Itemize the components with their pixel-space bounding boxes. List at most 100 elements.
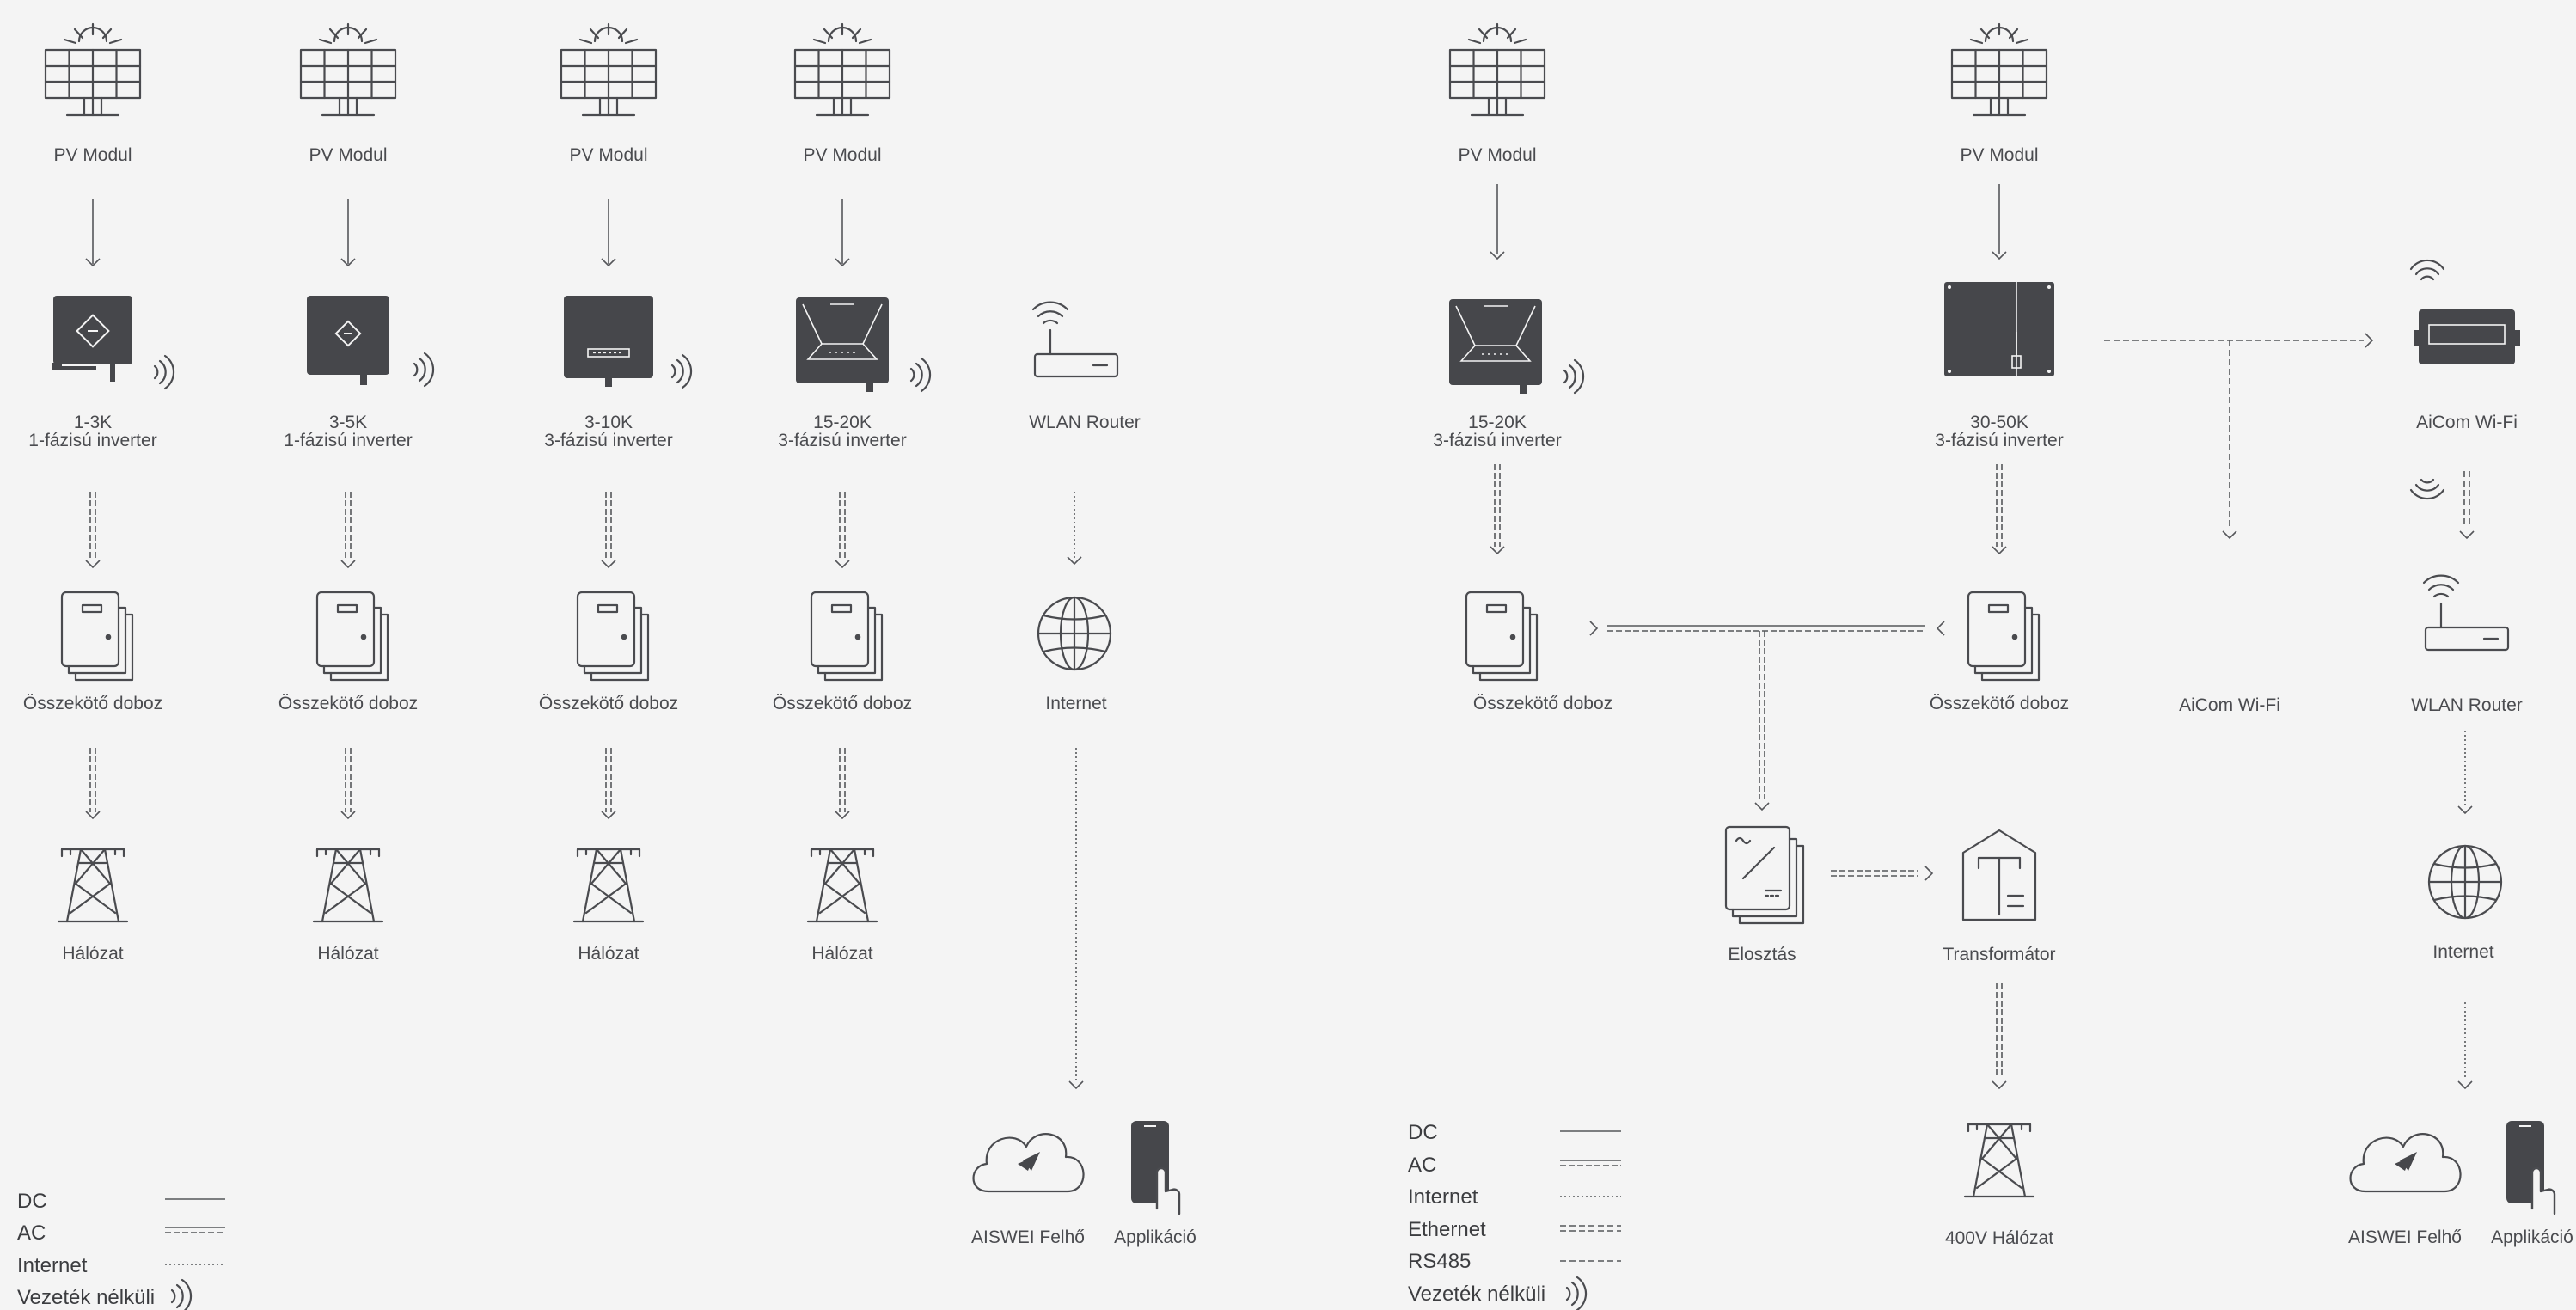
legend-ac-label: AC: [1408, 1154, 1436, 1177]
arrow-icon: [1924, 866, 1934, 881]
legend-internet-label: Internet: [17, 1254, 88, 1277]
pv-module-label: PV Modul: [309, 145, 387, 165]
arrow-icon: [1992, 546, 2007, 554]
inverter-model-label: 30-50K: [1970, 413, 2028, 432]
pylon-icon: [806, 848, 878, 923]
inverter-icon: [795, 297, 890, 393]
wireless-icon: [909, 357, 932, 393]
pv-module-label: PV Modul: [1458, 145, 1536, 165]
cloud-label: AISWEI Felhő: [2348, 1227, 2462, 1247]
arrow-icon: [340, 560, 356, 568]
junction-box-icon: [1465, 591, 1539, 682]
pylon-icon: [572, 848, 645, 923]
legend-dc-label: DC: [1408, 1121, 1438, 1144]
wlan-router-label: WLAN Router: [2411, 695, 2523, 715]
inverter-type-label: 3-fázisú inverter: [1433, 431, 1561, 450]
arrow-icon: [1490, 546, 1505, 554]
junction-box-icon: [576, 591, 650, 682]
pv-module-label: PV Modul: [53, 145, 132, 165]
wireless-icon: [670, 353, 693, 389]
arrow-icon: [1754, 802, 1770, 811]
arrow-icon: [85, 560, 101, 568]
arrow-icon: [2459, 530, 2475, 539]
arrow-icon: [1589, 621, 1599, 636]
column-3: PV Modul 3-10K 3-fázisú inverter Összekö…: [539, 22, 693, 964]
column-2: PV Modul 3-5K 1-fázisú inverter Összeköt…: [278, 22, 435, 964]
cloud-icon: [2349, 1133, 2462, 1193]
inverter-type-label: 1-fázisú inverter: [28, 431, 156, 450]
wireless-icon: [1563, 358, 1585, 395]
cloud-label: AISWEI Felhő: [971, 1227, 1085, 1247]
junction-box-icon: [1967, 591, 2041, 682]
inverter-model-label: 3-5K: [329, 413, 367, 432]
app-label: Applikáció: [2491, 1227, 2573, 1247]
junction-box-icon: [810, 591, 884, 682]
inverter-icon: [563, 295, 654, 388]
wlan-router-label: WLAN Router: [1029, 413, 1141, 432]
legend-left: DC AC Internet Vezeték nélküli: [17, 1190, 225, 1310]
arrow-icon: [835, 811, 850, 819]
junction-box-label: Összekötő doboz: [773, 694, 912, 713]
column-30-50k: PV Modul 30-50K 3-fázisú inverter Összek…: [1930, 22, 2069, 713]
pylon-icon: [57, 848, 129, 923]
right-section: PV Modul 15-20K 3-fázisú inverter Összek…: [1433, 22, 2573, 1248]
pv-module-label: PV Modul: [569, 145, 647, 165]
pv-module-label: PV Modul: [1960, 145, 2038, 165]
grid-label: Hálózat: [578, 944, 639, 964]
inverter-icon: [51, 295, 133, 383]
arrow-icon: [2457, 1080, 2473, 1089]
inverter-type-label: 3-fázisú inverter: [778, 431, 906, 450]
legend-right: DC AC Internet Ethernet RS485 Vezeték né…: [1408, 1121, 1621, 1310]
phone-icon: [2505, 1119, 2556, 1215]
arrow-icon: [1067, 556, 1082, 565]
junction-box-icon: [315, 591, 389, 682]
arrow-icon: [1068, 1080, 1084, 1089]
legend-internet-label: Internet: [1408, 1185, 1478, 1209]
inverter-model-label: 15-20K: [813, 413, 872, 432]
cloud-icon: [972, 1133, 1085, 1193]
inverter-icon: [1943, 281, 2055, 377]
distribution-icon: [1724, 825, 1805, 925]
arrow-icon: [1936, 621, 1945, 636]
legend-wireless-label: Vezeték nélküli: [1408, 1282, 1545, 1306]
globe-icon: [1037, 596, 1112, 671]
inverter-model-label: 1-3K: [74, 413, 112, 432]
legend-wireless-label: Vezeték nélküli: [17, 1286, 155, 1309]
column-aicom: AiCom Wi-Fi WLAN Router Internet AISWEI …: [2348, 259, 2573, 1247]
internet-label: Internet: [2432, 942, 2493, 962]
pv-module-label: PV Modul: [803, 145, 881, 165]
grid-label: Hálózat: [62, 944, 123, 964]
junction-box-label: Összekötő doboz: [1930, 694, 2069, 713]
inverter-type-label: 1-fázisú inverter: [284, 431, 412, 450]
legend-dc-label: DC: [17, 1190, 47, 1213]
phone-icon: [1129, 1119, 1181, 1215]
junction-box-icon: [60, 591, 134, 682]
arrow-icon: [601, 811, 616, 819]
junction-box-label: Összekötő doboz: [539, 694, 678, 713]
wireless-icon: [2409, 478, 2445, 500]
inverter-type-label: 3-fázisú inverter: [1935, 431, 2063, 450]
internet-label: Internet: [1045, 694, 1106, 713]
inverter-type-label: 3-fázisú inverter: [544, 431, 672, 450]
globe-icon: [2427, 844, 2503, 920]
router-icon: [2422, 574, 2510, 652]
wireless-icon: [413, 352, 435, 388]
inverter-model-label: 15-20K: [1468, 413, 1527, 432]
arrow-icon: [2457, 805, 2473, 814]
transformer-icon: [1961, 829, 2037, 921]
inverter-icon: [306, 295, 390, 386]
grid-label: Hálózat: [811, 944, 872, 964]
solar-panel-icon: [793, 22, 891, 117]
wireless-icon: [153, 354, 175, 390]
solar-panel-icon: [560, 22, 658, 117]
legend-ethernet-label: Ethernet: [1408, 1218, 1486, 1241]
aicom-wifi-label: AiCom Wi-Fi: [2416, 413, 2518, 432]
column-15-20k: PV Modul 15-20K 3-fázisú inverter Összek…: [1433, 22, 1612, 713]
left-section: PV Modul 1-3K 1-fázisú inverter Összeköt…: [23, 22, 1196, 1247]
arrow-icon: [601, 560, 616, 568]
junction-box-label: Összekötő doboz: [23, 694, 162, 713]
legend-ac-label: AC: [17, 1221, 46, 1245]
inverter-model-label: 3-10K: [584, 413, 633, 432]
distribution-label: Elosztás: [1728, 945, 1796, 964]
